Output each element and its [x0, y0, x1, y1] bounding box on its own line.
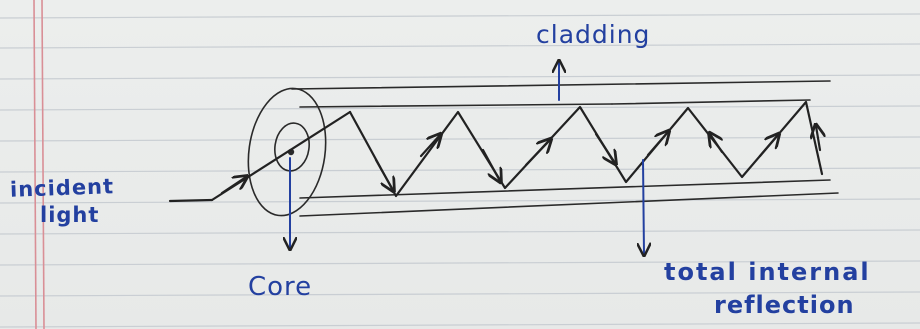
reflection-path: [348, 100, 822, 198]
margin-line: [33, 0, 45, 329]
label-total-internal: total internal: [664, 258, 871, 286]
fibre-core: [274, 122, 310, 172]
label-cladding: cladding: [536, 20, 651, 49]
incident-ray: [168, 110, 352, 203]
incident-arrow: [220, 177, 246, 195]
tir-pointer-arrow: [643, 159, 644, 254]
label-reflection: reflection: [714, 291, 855, 319]
label-incident: incident: [9, 174, 115, 202]
label-light: light: [40, 203, 100, 227]
label-core: Core: [248, 272, 313, 302]
